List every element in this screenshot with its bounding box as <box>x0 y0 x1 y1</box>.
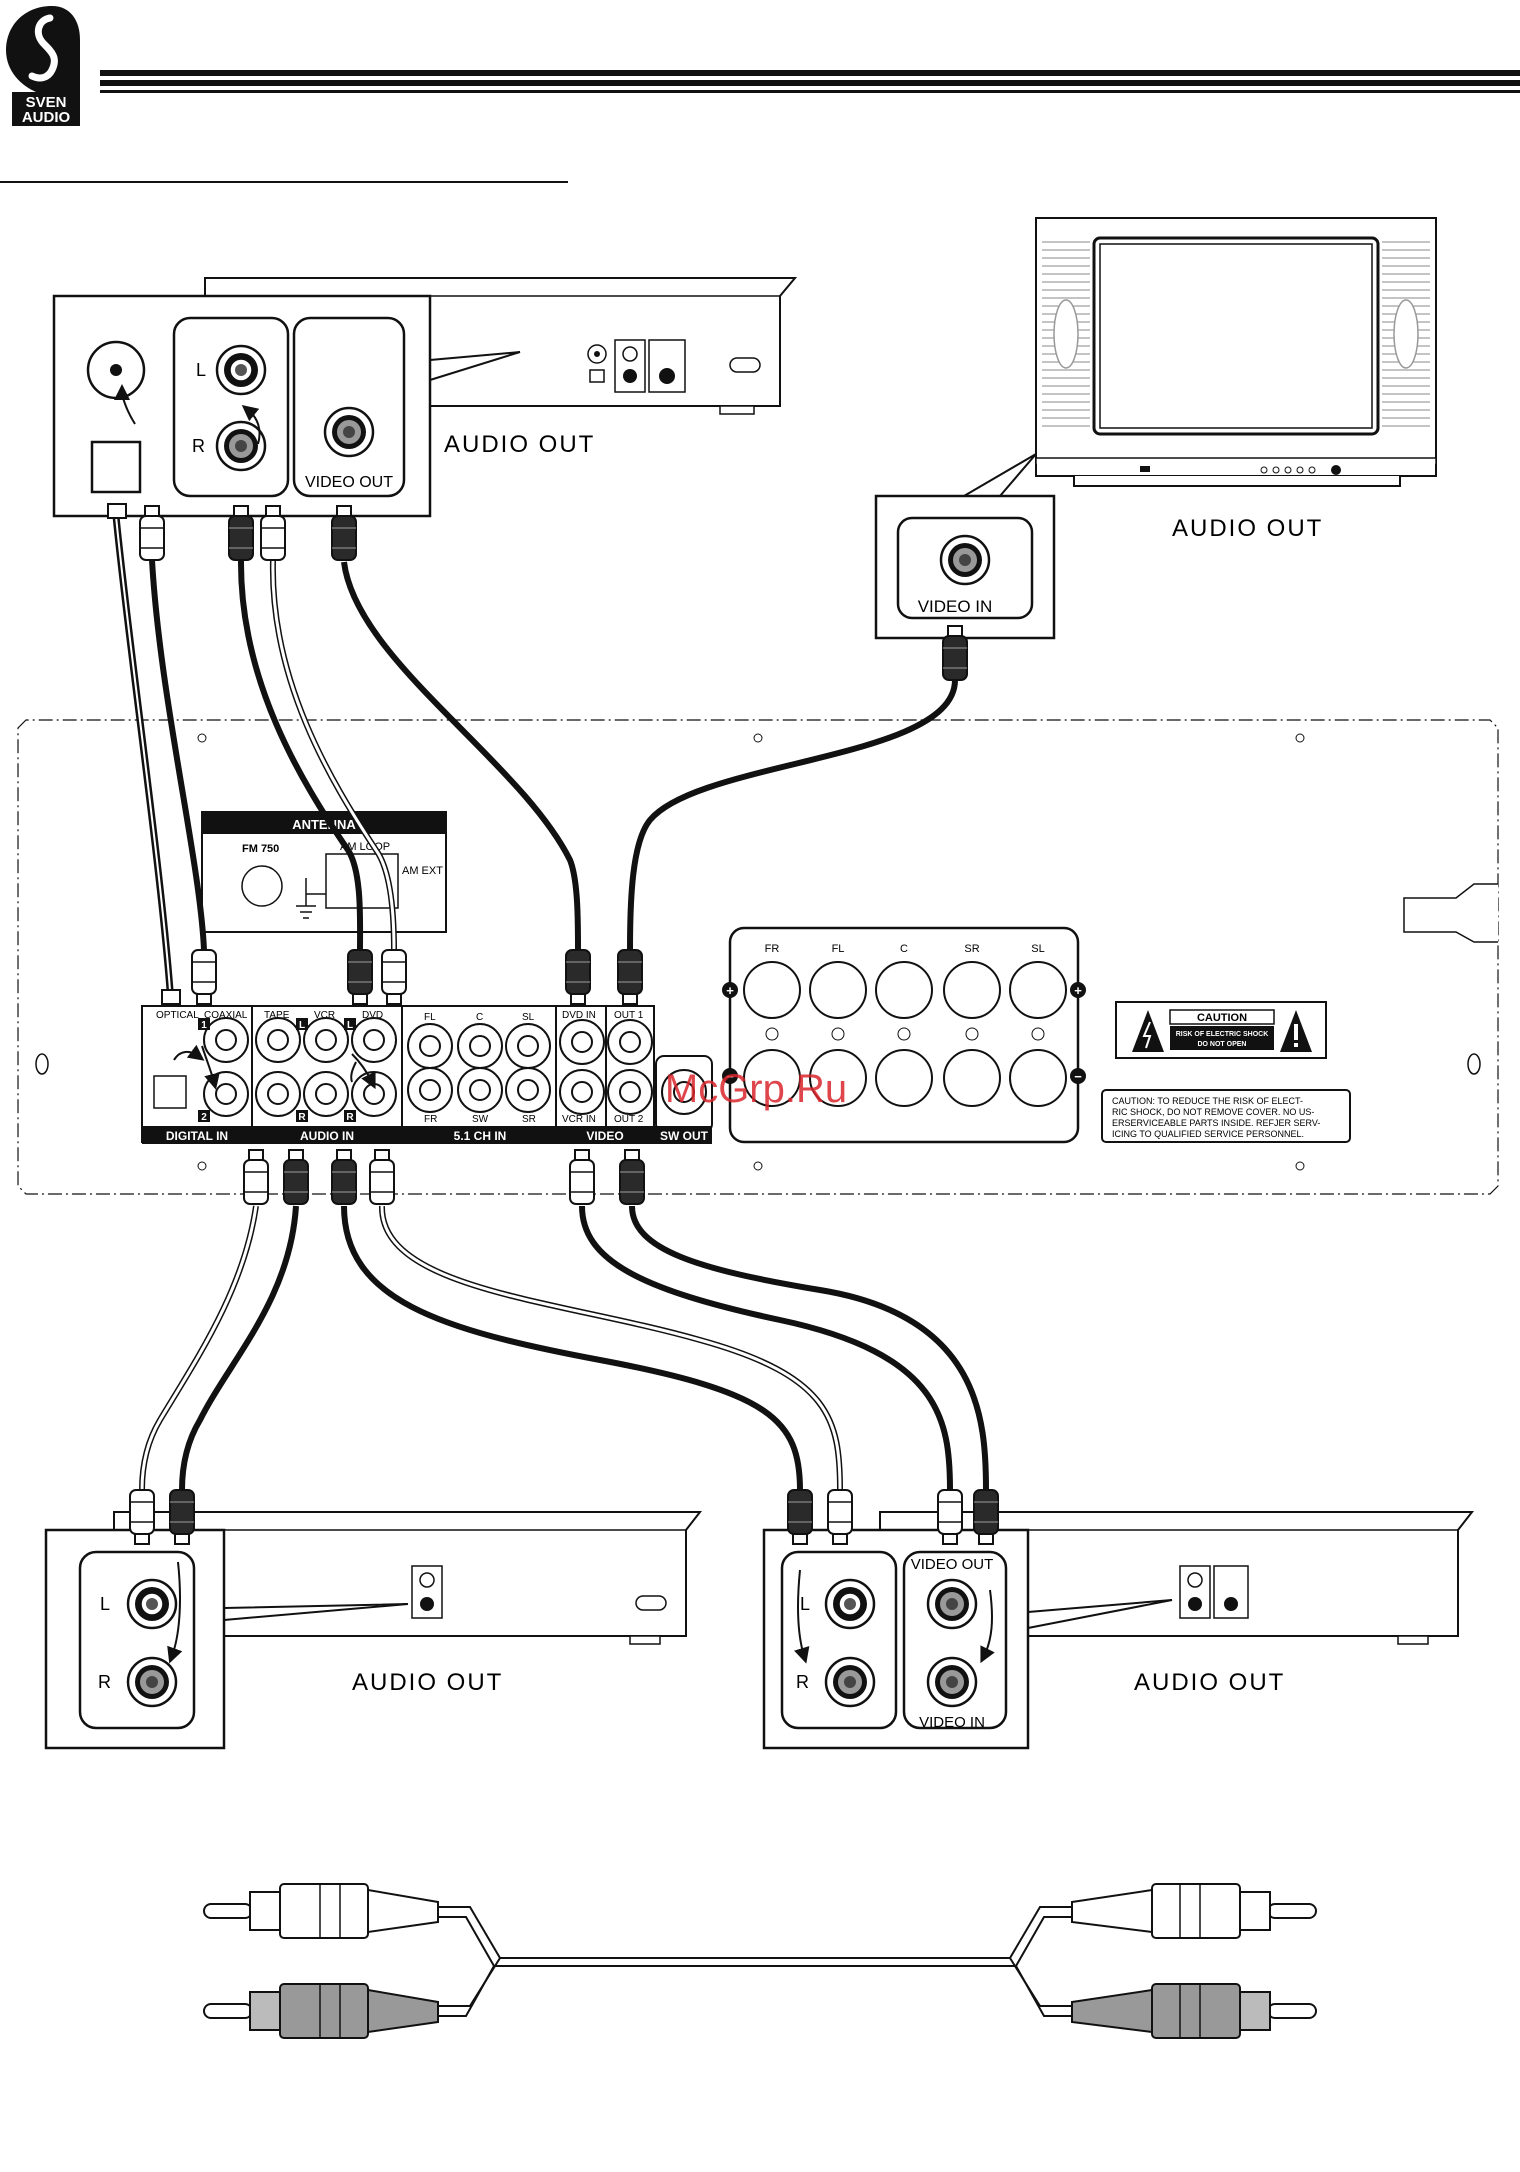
ch51-fl-label: FL <box>424 1012 436 1023</box>
digital-in-coaxial-label: COAXIAL <box>204 1010 248 1021</box>
dvd-optical-jack <box>90 440 142 494</box>
vcr-video-in-jack <box>926 1656 978 1708</box>
spk-sr-label: SR <box>964 943 979 955</box>
spk-fl-label: FL <box>832 943 845 955</box>
spk-minus-left: − <box>726 1069 734 1084</box>
digital-in-num-1: 1 <box>201 1020 207 1031</box>
vcr-audio-r-jack <box>824 1656 876 1708</box>
caution-notice-line-1: CAUTION: TO REDUCE THE RISK OF ELECT- <box>1112 1096 1303 1106</box>
spk-fr-label: FR <box>765 943 780 955</box>
audio-in-l-label-2: L <box>347 1020 353 1031</box>
tape-deck-callout: L R <box>44 1528 226 1750</box>
logo-text-top: SVEN <box>26 94 67 111</box>
caution-title: CAUTION <box>1197 1012 1247 1024</box>
antenna-panel: ANTENNA FM 750 AM LOOP AM EXT <box>201 811 447 933</box>
sw-out-label: SW OUT <box>660 1129 709 1143</box>
antenna-fm-label: FM 750 <box>242 843 279 855</box>
tape-label-r: R <box>98 1672 111 1692</box>
caution-notice: CAUTION: TO REDUCE THE RISK OF ELECT- RI… <box>1101 1089 1351 1143</box>
vcr-audio-l-jack <box>824 1578 876 1630</box>
video-vcr-in-label: VCR IN <box>562 1114 596 1125</box>
tape-audio-l-jack <box>126 1578 178 1630</box>
vcr-label-video-out: VIDEO OUT <box>911 1556 994 1573</box>
spk-sl-label: SL <box>1031 943 1044 955</box>
digital-in-label: DIGITAL IN <box>166 1129 228 1143</box>
sven-audio-logo: SVEN AUDIO <box>6 6 80 126</box>
ch51-sl-label: SL <box>522 1012 535 1023</box>
tv-label-video-in: VIDEO IN <box>918 597 993 616</box>
spk-plus-left: + <box>726 983 734 998</box>
caution-notice-line-4: ICING TO QUALIFIED SERVICE PERSONNEL. <box>1112 1129 1304 1139</box>
video-out1-label: OUT 1 <box>614 1010 644 1021</box>
tape-deck <box>113 1511 703 1645</box>
vcr-video-out-jack <box>926 1578 978 1630</box>
tape-deck-caption: AUDIO OUT <box>352 1669 503 1696</box>
rca-plug-right-bottom <box>1071 1983 1317 2039</box>
cables <box>112 515 989 1491</box>
digital-in-num-2: 2 <box>201 1112 207 1123</box>
digital-in-optical-label: OPTICAL <box>156 1010 199 1021</box>
tv-caption: AUDIO OUT <box>1172 515 1323 542</box>
vcr-caption: AUDIO OUT <box>1134 1669 1285 1696</box>
dvd-label-video-out: VIDEO OUT <box>305 474 393 491</box>
audio-in-label: AUDIO IN <box>300 1129 354 1143</box>
caution-notice-line-3: ERSERVICEABLE PARTS INSIDE. REFJER SERV- <box>1112 1118 1320 1128</box>
tape-label-l: L <box>100 1594 110 1614</box>
dvd-callout: L R VIDEO OUT <box>52 294 432 518</box>
audio-in-l-label-1: L <box>299 1020 305 1031</box>
video-label: VIDEO <box>586 1129 623 1143</box>
vcr-label-l: L <box>800 1594 810 1614</box>
antenna-title: ANTENNA <box>292 817 356 832</box>
watermark: McGrp.Ru <box>665 1067 847 1111</box>
ch51-fr-label: FR <box>424 1114 437 1125</box>
cable-plugs <box>107 503 999 1545</box>
ch51-c-label: C <box>476 1012 483 1023</box>
rca-plug-left-bottom <box>203 1983 439 2039</box>
caution-label: CAUTION RISK OF ELECTRIC SHOCK DO NOT OP… <box>1115 1001 1327 1059</box>
vcr-callout: L R VIDEO OUT VIDEO IN <box>762 1528 1030 1750</box>
tv-video-in-jack <box>939 534 991 586</box>
rca-plug-left-top <box>203 1883 439 1939</box>
caution-line2: DO NOT OPEN <box>1197 1041 1246 1048</box>
ch51-in-label: 5.1 CH IN <box>454 1129 507 1143</box>
video-out2-label: OUT 2 <box>614 1114 644 1125</box>
antenna-am-ext-label: AM EXT <box>402 865 443 877</box>
connector-strip: OPTICAL COAXIAL 1 2 DIGITAL IN TAPE VCR … <box>141 1005 713 1144</box>
ch51-sr-label: SR <box>522 1114 536 1125</box>
dvd-label-r: R <box>192 436 205 456</box>
tape-audio-r-jack <box>126 1656 178 1708</box>
caution-line1: RISK OF ELECTRIC SHOCK <box>1176 1031 1269 1038</box>
video-dvd-in-label: DVD IN <box>562 1010 596 1021</box>
vcr-label-r: R <box>796 1672 809 1692</box>
caution-notice-line-2: RIC SHOCK, DO NOT REMOVE COVER. NO US- <box>1112 1107 1314 1117</box>
spk-minus-right: − <box>1074 1069 1082 1084</box>
dvd-label-l: L <box>196 360 206 380</box>
dvd-audio-l-jack <box>215 344 267 396</box>
rca-cable-illustration <box>203 1883 1317 2039</box>
dvd-caption: AUDIO OUT <box>444 431 595 458</box>
dvd-audio-r-jack <box>215 420 267 472</box>
spk-plus-right: + <box>1074 983 1082 998</box>
audio-in-tape-label: TAPE <box>264 1010 290 1021</box>
ch51-sw-label: SW <box>472 1114 489 1125</box>
television <box>1035 217 1437 487</box>
header-rule <box>100 70 1520 93</box>
vcr-label-video-in: VIDEO IN <box>919 1714 985 1731</box>
logo-text-bottom: AUDIO <box>22 109 71 126</box>
speaker-terminals: FR FL C SR SL + + − − <box>722 926 1086 1144</box>
audio-in-r-label-1: R <box>298 1112 306 1123</box>
spk-c-label: C <box>900 943 908 955</box>
audio-in-r-label-2: R <box>346 1112 354 1123</box>
audio-in-dvd-label: DVD <box>362 1010 383 1021</box>
tv-callout: VIDEO IN <box>874 453 1056 640</box>
rca-plug-right-top <box>1071 1883 1317 1939</box>
audio-in-vcr-label: VCR <box>314 1010 335 1021</box>
dvd-video-out-jack <box>323 406 375 458</box>
